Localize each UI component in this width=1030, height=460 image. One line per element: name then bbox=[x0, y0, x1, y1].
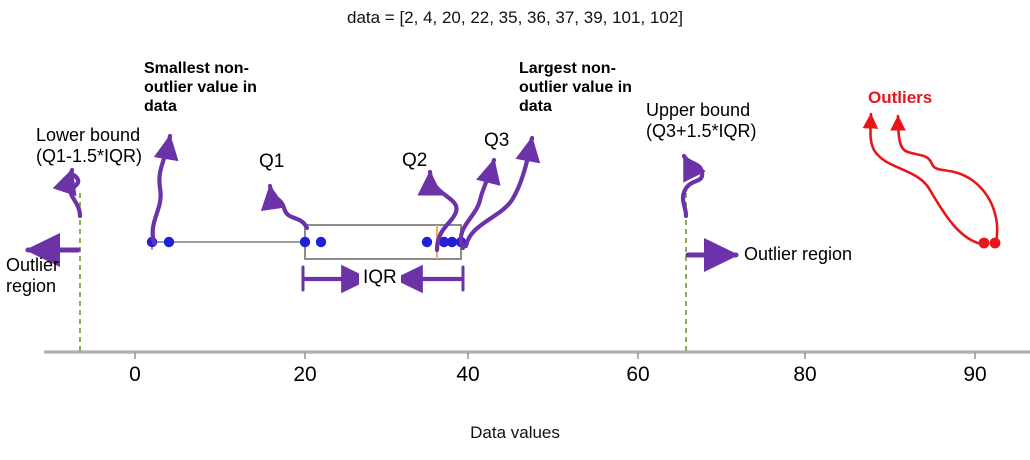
label-largest-non-outlier: Largest non- outlier value in data bbox=[519, 60, 632, 115]
arrow-smallest-non-outlier bbox=[150, 133, 179, 246]
axis-title: Data values bbox=[470, 423, 560, 442]
label-q1: Q1 bbox=[259, 151, 285, 172]
label-outliers: Outliers bbox=[868, 88, 933, 107]
arrow-q2 bbox=[417, 169, 459, 253]
figure-title: data = [2, 4, 20, 22, 35, 36, 37, 39, 10… bbox=[346, 8, 683, 27]
axis-tick-90: 90 bbox=[963, 363, 987, 386]
iqr-bracket bbox=[301, 264, 465, 294]
label-iqr: IQR bbox=[359, 267, 401, 290]
label-smallest-non-outlier: Smallest non- outlier value in data bbox=[144, 60, 257, 115]
arrow-lower-bound bbox=[52, 167, 83, 219]
label-upper-bound: Upper bound (Q3+1.5*IQR) bbox=[646, 100, 757, 142]
x-axis bbox=[44, 350, 1030, 359]
arrow-q3 bbox=[458, 157, 501, 251]
axis-tick-20: 20 bbox=[293, 363, 317, 386]
arrow-upper-bound bbox=[680, 153, 706, 219]
axis-tick-60: 60 bbox=[626, 363, 650, 386]
label-q2: Q2 bbox=[402, 150, 428, 171]
outlier-points bbox=[978, 237, 1001, 249]
label-lower-bound: Lower bound (Q1-1.5*IQR) bbox=[36, 125, 143, 167]
arrow-largest-non-outlier bbox=[463, 135, 541, 249]
axis-tick-0: 0 bbox=[129, 363, 141, 386]
axis-tick-80: 80 bbox=[793, 363, 817, 386]
axis-tick-40: 40 bbox=[456, 363, 480, 386]
outlier-arrows bbox=[862, 112, 999, 246]
label-q3: Q3 bbox=[484, 130, 510, 151]
arrow-q1 bbox=[260, 183, 310, 231]
label-outlier-region-right: Outlier region bbox=[744, 244, 853, 264]
label-outlier-region-left: Outlier region bbox=[6, 255, 60, 297]
